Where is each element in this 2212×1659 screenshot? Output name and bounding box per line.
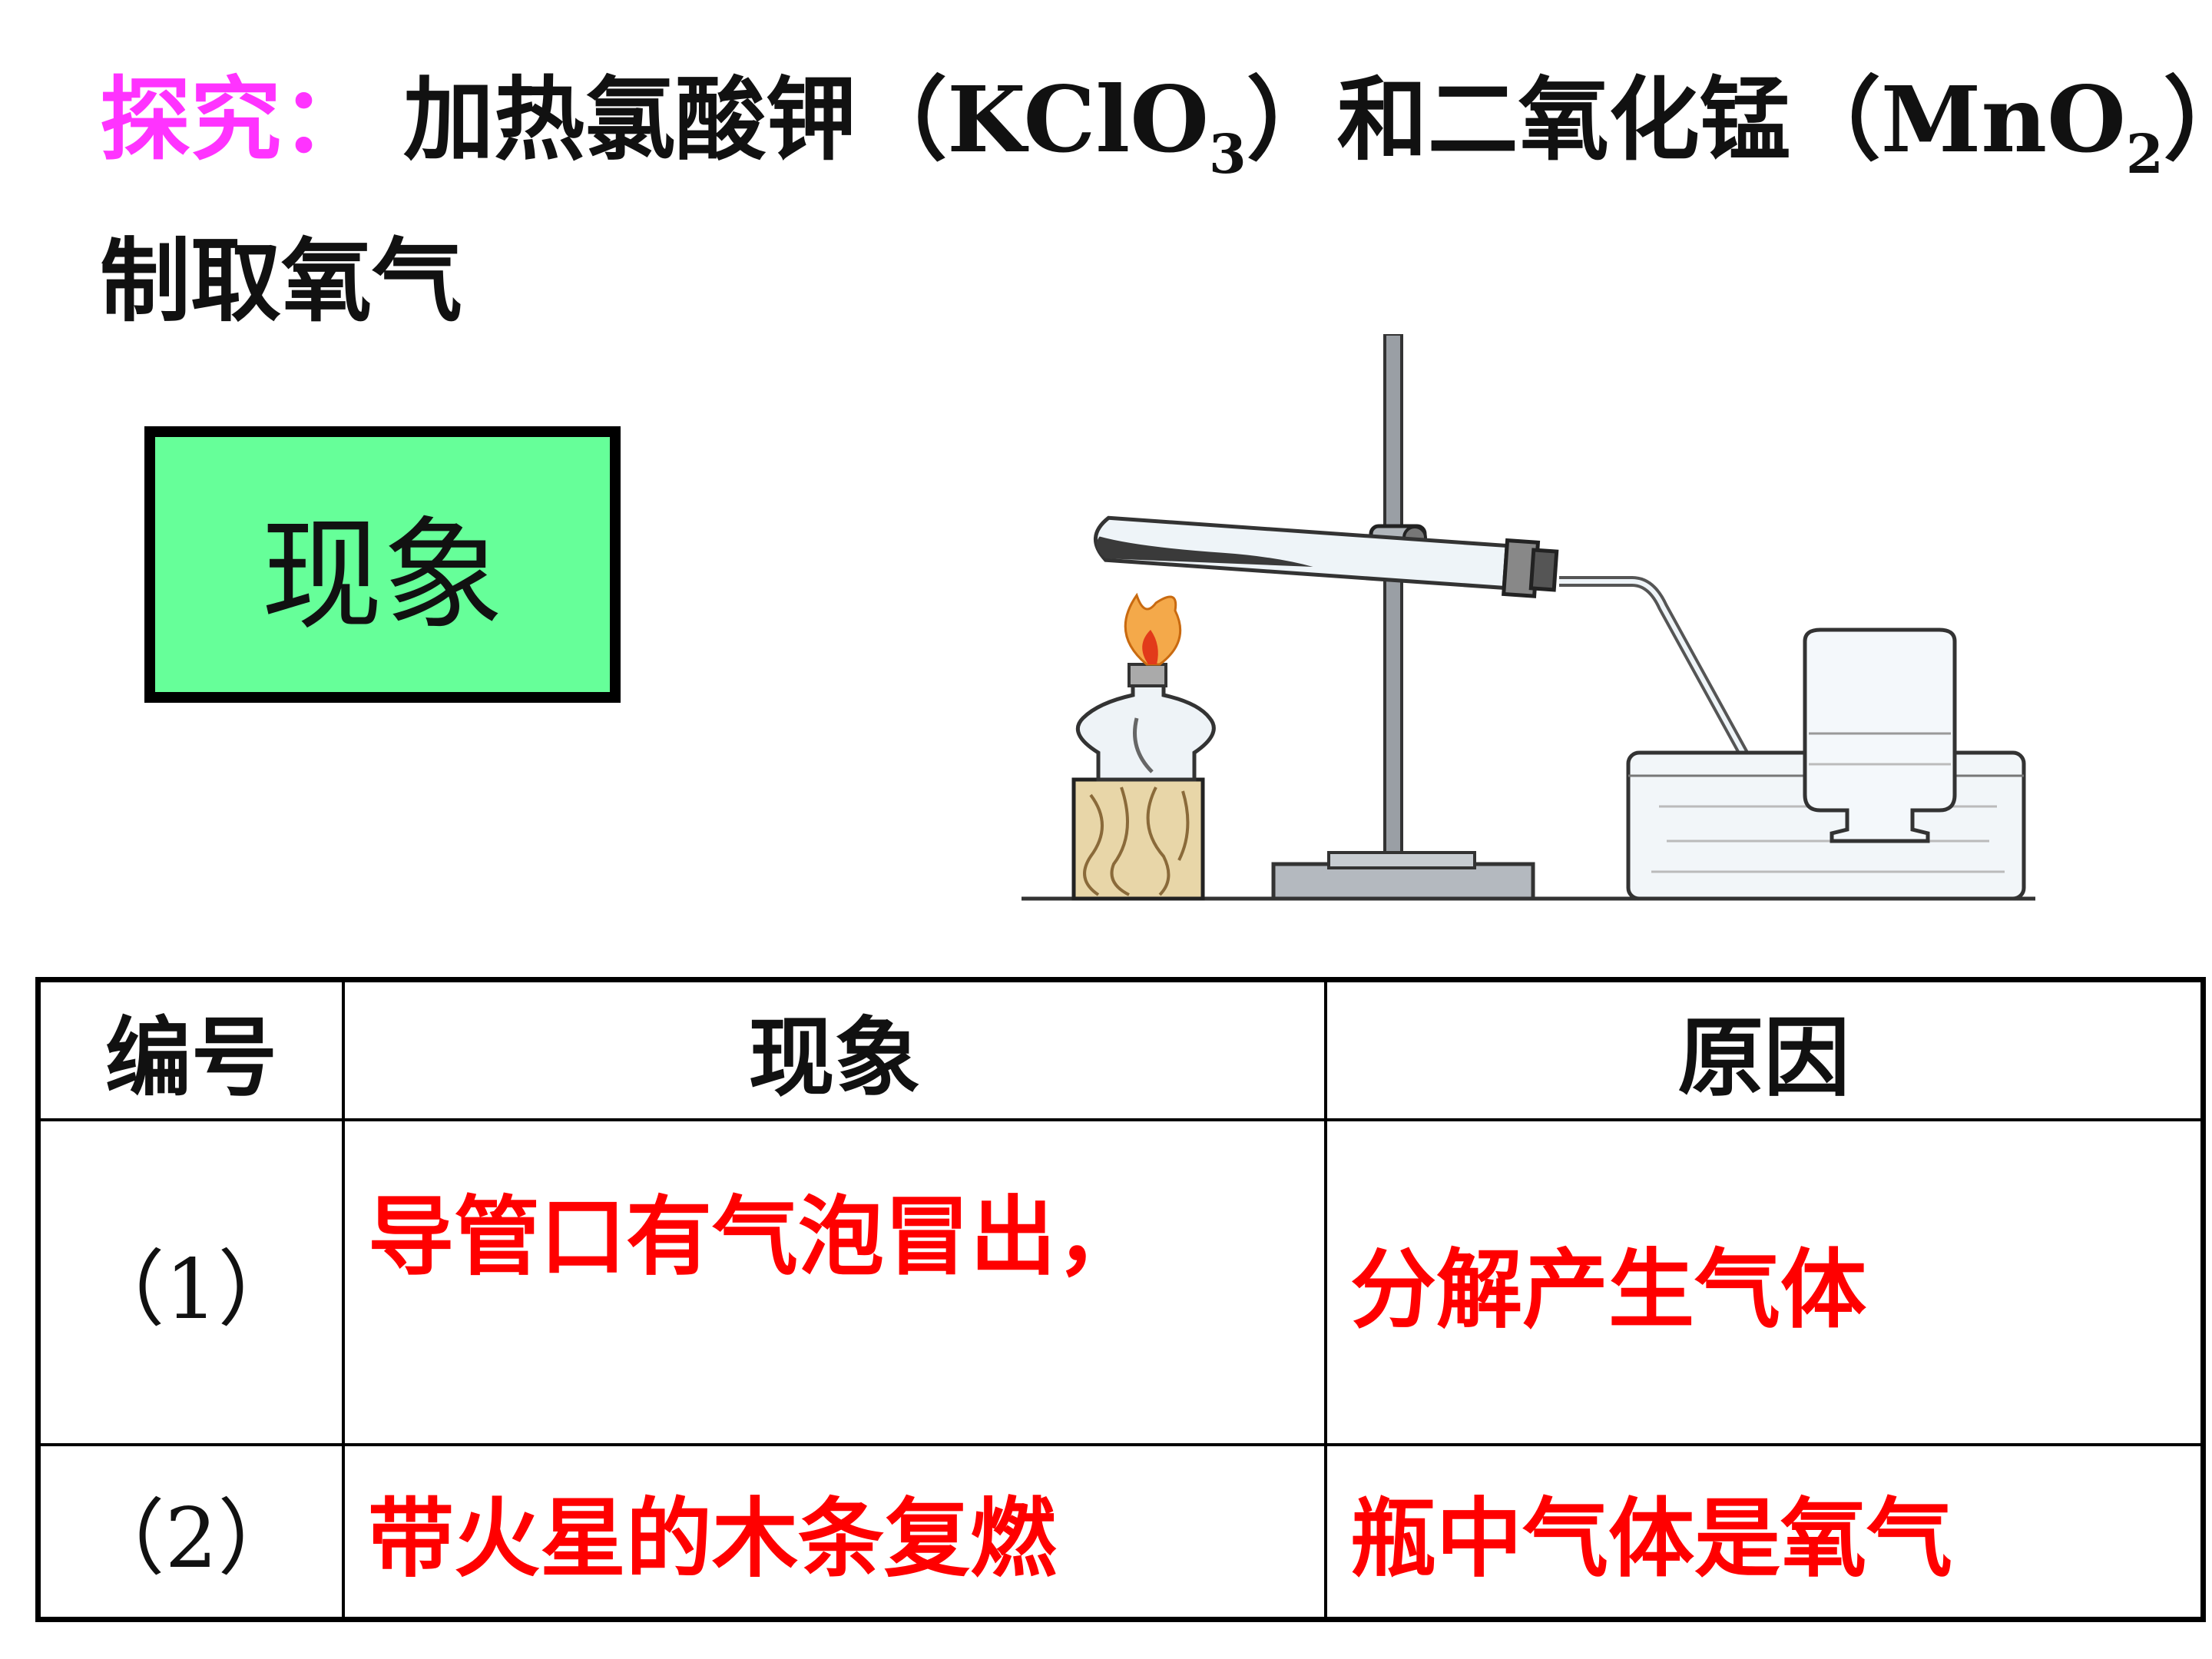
title-text-a: 加热氯酸钾（KClO: [403, 66, 1210, 173]
title-text-c: ）: [2164, 66, 2212, 173]
header-number: 编号: [36, 978, 345, 1122]
title-sub-2: 2: [2125, 122, 2164, 186]
title-sub-3: 3: [1209, 122, 1247, 186]
row-phenomenon: 带火星的木条复燃: [342, 1442, 1327, 1621]
row-reason: 分解产生气体: [1324, 1118, 2205, 1446]
table-header-row: 编号 现象 原因: [36, 978, 2205, 1122]
slide-title: 探究： 加热氯酸钾（KClO3）和二氧化锰（MnO2）: [100, 65, 2212, 187]
test-tube: [1093, 515, 1559, 598]
header-phenomenon: 现象: [342, 978, 1327, 1122]
phenomenon-box-label: 现象: [261, 505, 504, 647]
results-table: 编号 现象 原因 （1） 导管口有气泡冒出， 分解产生气体 （2） 带火星的木条…: [35, 977, 2206, 1622]
row-number: （2）: [36, 1442, 345, 1621]
row-number: （1）: [36, 1118, 345, 1446]
title-label: 探究：: [100, 66, 373, 173]
table-row: （2） 带火星的木条复燃 瓶中气体是氧气: [36, 1442, 2205, 1621]
table-row: （1） 导管口有气泡冒出， 分解产生气体: [36, 1118, 2205, 1446]
slide-title-line2: 制取氧气: [100, 227, 463, 334]
oxygen-preparation-apparatus: [1022, 334, 2035, 901]
title-text-b: ）和二氧化锰（MnO: [1246, 66, 2126, 173]
collecting-bottle: [1803, 628, 1957, 843]
phenomenon-box: 现象: [144, 426, 621, 703]
header-reason: 原因: [1324, 978, 2205, 1122]
stand-base: [1271, 862, 1535, 901]
row-reason: 瓶中气体是氧气: [1324, 1442, 2205, 1621]
flame: [1124, 592, 1182, 666]
stand-rod: [1383, 334, 1403, 866]
row-phenomenon: 导管口有气泡冒出，: [342, 1118, 1327, 1446]
